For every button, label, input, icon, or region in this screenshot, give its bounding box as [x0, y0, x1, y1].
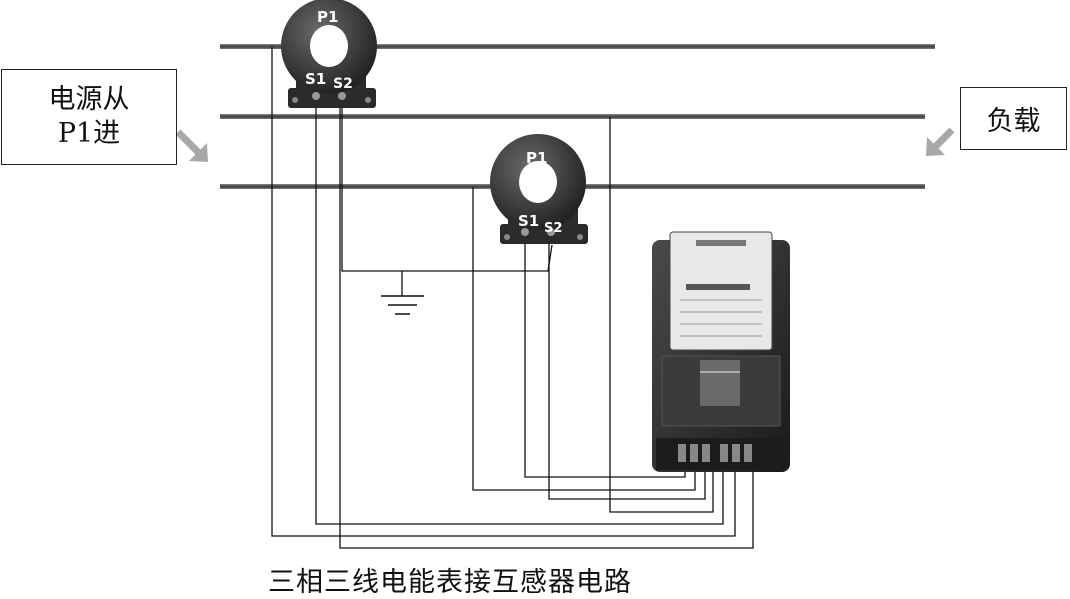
- source-arrow: [175, 129, 208, 162]
- ground-symbol: [381, 295, 424, 315]
- ct-middle-s2-label: S2: [544, 221, 562, 236]
- energy-meter: [652, 231, 790, 472]
- power-source-label: 电源从 P1进: [1, 69, 177, 165]
- ct-top-s2-label: S2: [333, 76, 353, 92]
- ct-top-p1-label: P1: [317, 8, 338, 26]
- bus-line-1: [220, 44, 935, 49]
- ct-top-s1-label: S1: [305, 70, 326, 88]
- diagram-caption: 三相三线电能表接互感器电路: [268, 567, 632, 598]
- power-source-line1: 电源从: [48, 84, 130, 115]
- ct-middle-p1-label: P1: [526, 149, 547, 167]
- load-label: 负载: [960, 87, 1067, 150]
- load-arrow: [926, 127, 955, 156]
- current-transformer-top: P1 S1 S2: [281, 0, 377, 108]
- load-text: 负载: [986, 106, 1041, 137]
- ct-middle-s1-label: S1: [518, 212, 539, 230]
- bus-line-2: [220, 114, 925, 119]
- current-transformer-middle: P1 S1 S2: [490, 134, 588, 244]
- power-source-line2: P1进: [57, 118, 121, 149]
